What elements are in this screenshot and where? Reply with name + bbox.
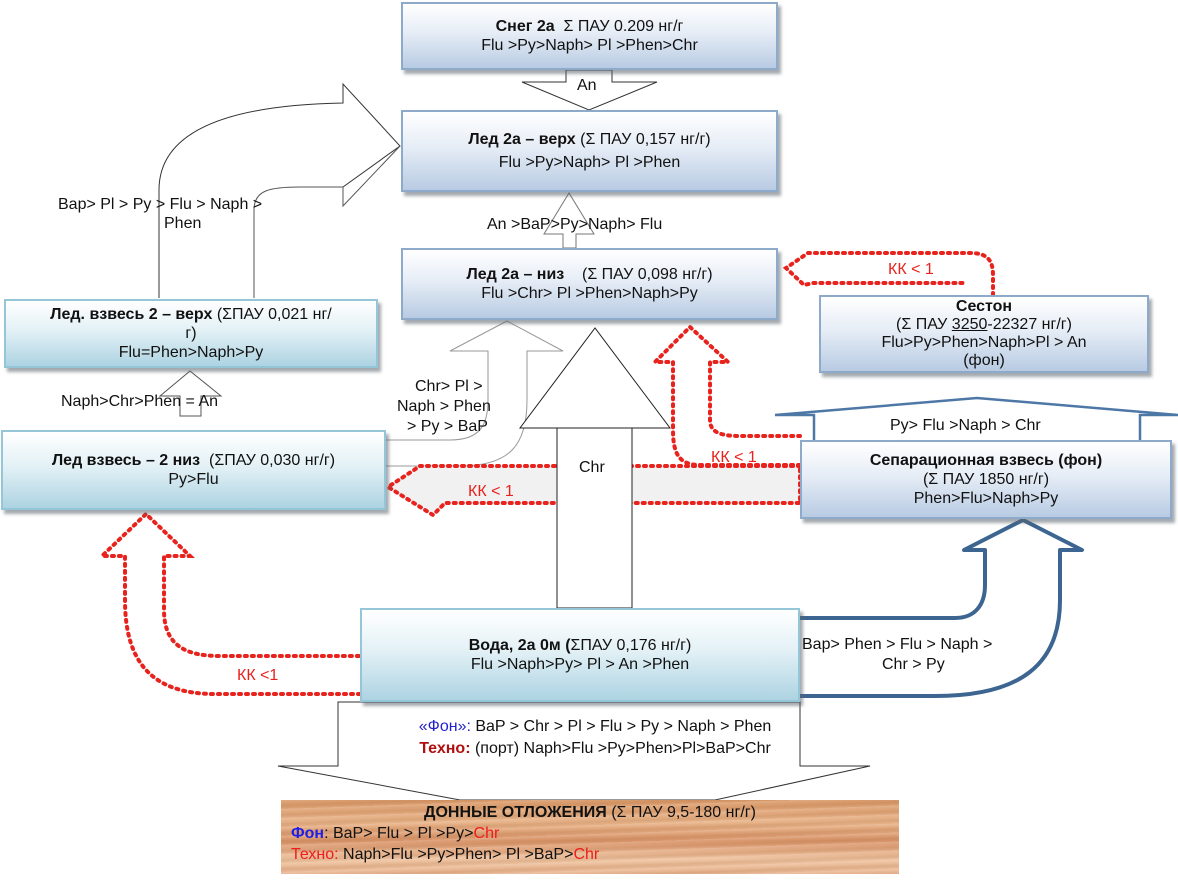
seston-sum-underlined: 3250 <box>951 316 988 333</box>
label-susp-bottom-to-ice-1: Chr> Pl > <box>415 378 483 395</box>
ice-suspension-top-box: Лед. взвесь 2 – верх (ΣПАУ 0,021 нг/г) F… <box>4 299 378 368</box>
ice-susp-top-sum: (ΣПАУ 0,021 нг/г) <box>185 306 332 342</box>
ice-top-title: Лед 2а – верх <box>468 131 576 148</box>
label-water-to-ice: Chr <box>579 459 605 476</box>
arrow-susp-top-to-ice-top <box>158 82 401 298</box>
arrow-susp-bottom-to-susp-top <box>158 370 223 417</box>
label-susp-top-to-ice-2: Phen <box>164 215 202 232</box>
label-kk-water-to-susp: КК <1 <box>237 667 279 684</box>
ice-bottom-order: Flu >Chr> Pl >Phen>Naph>Py <box>481 285 698 302</box>
ice-bottom-sum: (Σ ПАУ 0,098 нг/г) <box>564 266 713 283</box>
arrow-susp-top-to-ice-top-inner <box>253 145 401 298</box>
arrow-water-to-ice-bottom-shaft <box>556 427 633 609</box>
ice-susp-bottom-title: Лед взвесь – 2 низ <box>51 452 201 469</box>
sediment-title: ДОННЫЕ ОТЛОЖЕНИЯ <box>424 804 607 821</box>
seston-note: (фон) <box>963 352 1005 369</box>
arrow-kk-water-to-susp-bottom <box>97 511 362 696</box>
separation-box: Сепарационная взвесь (фон) (Σ ПАУ 1850 н… <box>800 440 1172 519</box>
sediment-callout: «Фон»: BaP > Chr > Pl > Flu > Py > Naph … <box>340 716 850 760</box>
sediment-bg-last: Chr <box>473 825 500 842</box>
label-ice-bottom-to-top: An >BaP>Py>Naph> Flu <box>487 216 663 233</box>
ice-bottom-box: Лед 2а – низ (Σ ПАУ 0,098 нг/г) Flu >Chr… <box>401 248 778 320</box>
seston-sum-prefix: (Σ ПАУ <box>896 316 952 333</box>
sediment-tech-order: Naph>Flu >Py>Phen> Pl >BaP> <box>338 846 574 863</box>
seston-order: Flu>Py>Phen>Naph>Pl > An <box>881 334 1087 351</box>
sediment-tech-last: Chr <box>573 846 600 863</box>
snow-order: Flu >Py>Naph> Pl >Phen>Chr <box>481 37 698 54</box>
ice-susp-top-title: Лед. взвесь 2 – верх <box>50 306 213 323</box>
arrow-water-to-separation <box>800 518 1084 698</box>
label-kk-separation-to-ice: КК < 1 <box>711 449 757 466</box>
ice-top-sum: (Σ ПАУ 0,157 нг/г) <box>575 131 711 148</box>
callout-sediment-source <box>277 701 871 801</box>
ice-susp-bottom-order: Py>Flu <box>168 471 219 488</box>
ice-bottom-title: Лед 2а – низ <box>466 266 565 283</box>
label-snow-to-ice: An <box>577 77 597 94</box>
sediment-box: ДОННЫЕ ОТЛОЖЕНИЯ (Σ ПАУ 9,5-180 нг/г) Фо… <box>281 800 899 874</box>
snow-title: Снег 2а <box>495 18 555 35</box>
ice-top-order: Flu >Py>Naph> Pl >Phen <box>498 154 681 171</box>
label-susp-bottom-to-ice-3: > Py > BaP <box>407 418 488 435</box>
label-susp-bottom-to-ice-2: Naph > Phen <box>397 398 491 415</box>
label-water-to-separation-2: Chr > Py <box>882 656 945 673</box>
seston-sum-suffix: -22327 нг/г) <box>987 316 1072 333</box>
snow-box: Снег 2а Σ ПАУ 0.209 нг/г Flu >Py>Naph> P… <box>401 2 778 70</box>
sediment-tech-label: Техно: <box>291 846 339 863</box>
water-order: Flu >Naph>Py> Pl > An >Phen <box>470 656 690 673</box>
water-box: Вода, 2а 0м (ΣПАУ 0,176 нг/г) Flu >Naph>… <box>360 608 800 702</box>
label-kk-seston-to-ice: КК < 1 <box>888 261 934 278</box>
label-susp-bottom-to-top: Naph>Chr>Phen = An <box>61 393 219 410</box>
water-title: Вода, 2а 0м ( <box>468 637 571 654</box>
arrow-kk-separation-to-ice-bottom <box>650 324 802 467</box>
separation-title: Сепарационная взвесь (фон) <box>869 452 1103 469</box>
arrow-susp-bottom-to-ice-bottom <box>386 320 564 467</box>
seston-box: Сестон (Σ ПАУ 3250-22327 нг/г) Flu>Py>Ph… <box>819 295 1149 373</box>
label-separation-to-seston: Py> Flu >Naph > Chr <box>890 417 1041 434</box>
sediment-bg-order: : BaP> Flu > Pl >Py> <box>324 825 474 842</box>
water-sum: ΣПАУ 0,176 нг/г) <box>570 637 692 654</box>
callout-tech-order: (порт) Naph>Flu >Py>Phen>Pl>BaP>Chr <box>470 740 771 757</box>
callout-bg-label: «Фон»: <box>418 718 471 735</box>
ice-top-box: Лед 2а – верх (Σ ПАУ 0,157 нг/г) Flu >Py… <box>401 110 778 192</box>
arrow-kk-seston-to-ice-bottom <box>782 251 995 297</box>
seston-title: Сестон <box>955 298 1013 315</box>
arrow-snow-to-ice-top <box>521 69 658 111</box>
label-water-to-separation-1: Bap> Phen > Flu > Naph > <box>802 636 993 653</box>
arrow-ice-bottom-to-ice-top <box>543 192 595 249</box>
sediment-bg-label: Фон <box>291 825 325 842</box>
separation-order: Phen>Flu>Naph>Py <box>913 490 1059 507</box>
ice-susp-bottom-sum: (ΣПАУ 0,030 нг/г) <box>200 452 336 469</box>
sediment-sum: (Σ ПАУ 9,5-180 нг/г) <box>606 804 756 821</box>
ice-susp-top-order: Flu=Phen>Naph>Py <box>118 344 264 361</box>
ice-suspension-bottom-box: Лед взвесь – 2 низ (ΣПАУ 0,030 нг/г) Py>… <box>1 430 386 510</box>
label-kk-separation-to-susp: КК < 1 <box>468 483 514 500</box>
separation-sum: (Σ ПАУ 1850 нг/г) <box>922 471 1050 488</box>
label-susp-top-to-ice-1: Bap> Pl > Py > Flu > Naph > <box>58 196 263 213</box>
snow-sum: Σ ПАУ 0.209 нг/г <box>563 18 684 35</box>
callout-bg-order: BaP > Chr > Pl > Flu > Py > Naph > Phen <box>470 718 772 735</box>
arrow-separation-to-seston <box>774 396 1178 440</box>
callout-tech-label: Техно: <box>419 740 471 757</box>
